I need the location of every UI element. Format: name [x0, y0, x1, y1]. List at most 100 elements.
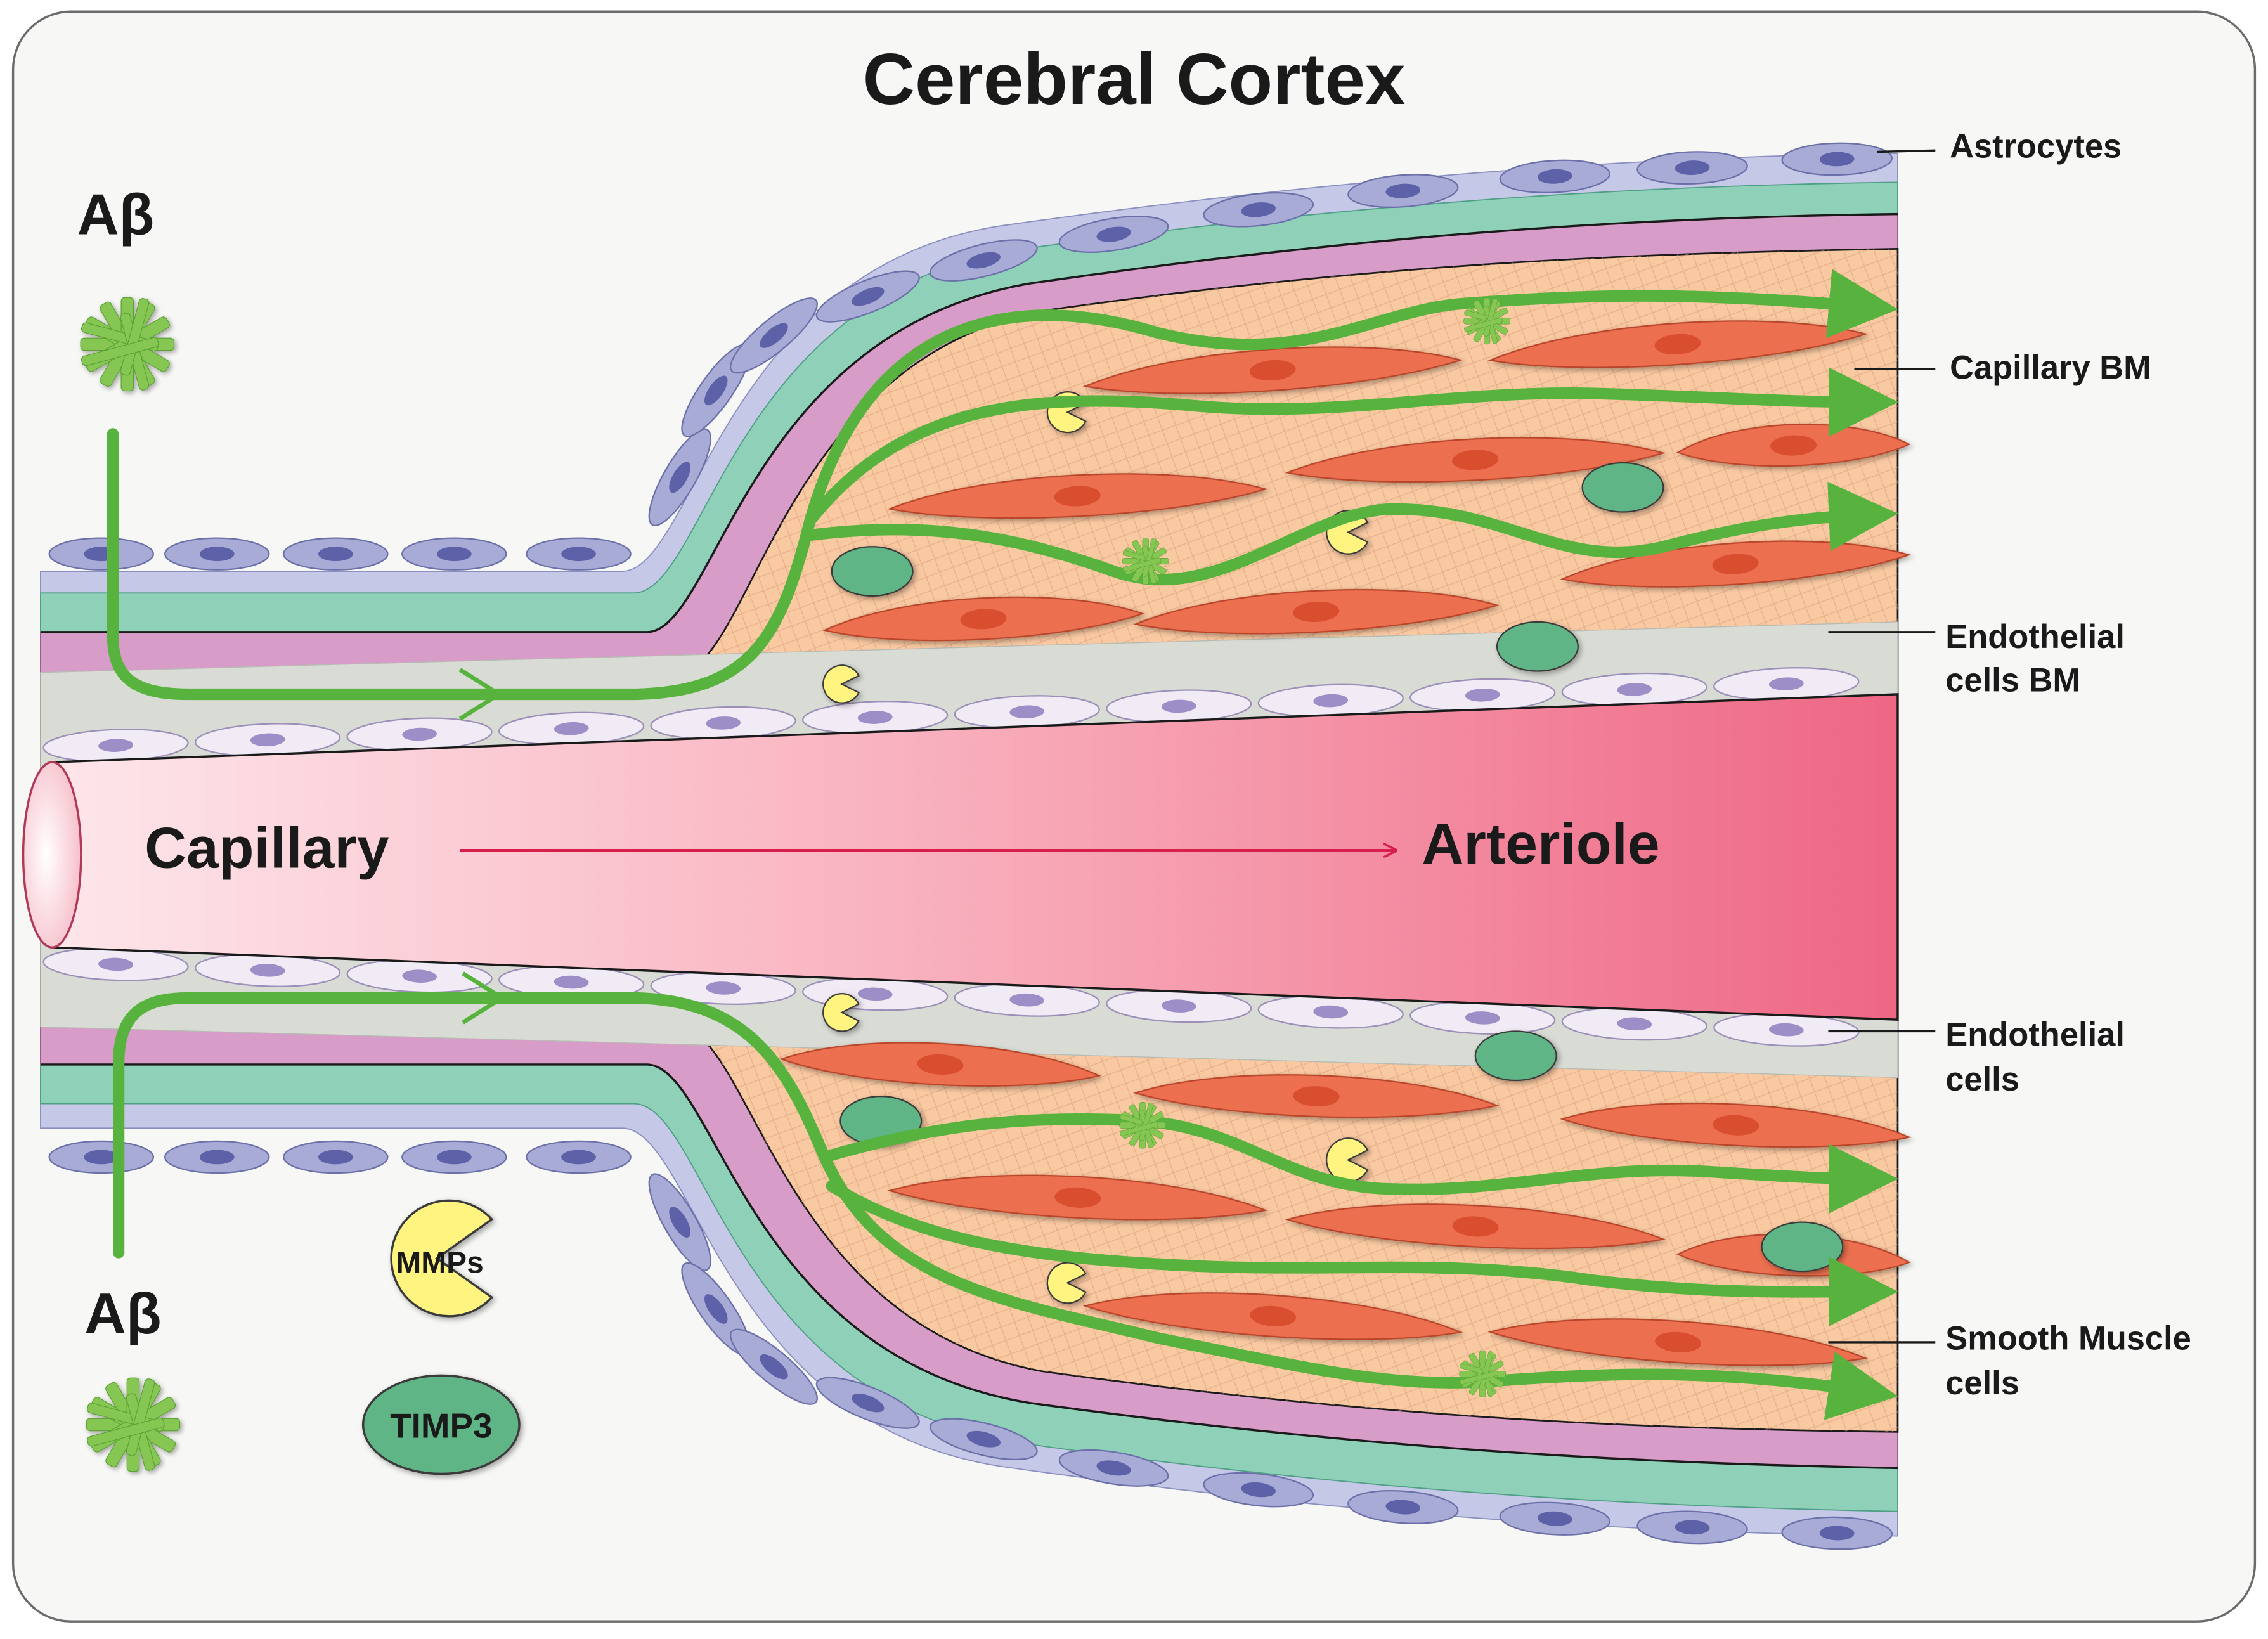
astrocyte-cell [526, 1140, 632, 1174]
astrocyte-cell [1499, 1501, 1611, 1536]
timp3-legend: TIMP3 [361, 1374, 521, 1475]
mmp-pacman-icon [822, 664, 860, 704]
label-endothelial-bm-1: Endothelial [1945, 619, 2125, 656]
smooth-muscle-cell [1133, 588, 1500, 635]
astrocyte-cell [1636, 151, 1748, 185]
endothelial-cell [346, 717, 493, 751]
mmp-pacman-icon [1325, 1137, 1369, 1182]
astrocyte-cell [1781, 142, 1893, 176]
astrocyte-cell [48, 537, 155, 571]
astrocyte-cell [283, 537, 389, 571]
astrocyte-cell [730, 1328, 818, 1405]
smooth-muscle-cell [887, 473, 1268, 519]
endothelial-cell [650, 706, 796, 740]
smooth-muscle-cell [1082, 346, 1463, 394]
mmp-pacman-icon [822, 993, 860, 1032]
smooth-muscle-cell [1082, 1292, 1463, 1340]
astrocyte-cell [648, 428, 711, 527]
smooth-muscle-cell [887, 1174, 1268, 1221]
endothelial-cell [498, 965, 645, 999]
astrocyte-cell [401, 537, 507, 571]
smooth-muscle-cell [1285, 1203, 1666, 1250]
astrocyte-cell [1636, 1510, 1748, 1545]
astrocyte-cell [1203, 1472, 1314, 1508]
clearance-arrow-icon [107, 269, 1898, 701]
astrocyte-cell [1499, 159, 1611, 193]
smooth-muscle-cell [1487, 320, 1869, 368]
endothelial-cell [1106, 989, 1252, 1023]
astrocyte-cell [164, 537, 270, 571]
astrocyte-cell [401, 1140, 507, 1174]
mmp-pacman-icon [1046, 1262, 1087, 1304]
smooth-muscle-cell [1560, 540, 1912, 588]
endothelial-cell [954, 983, 1100, 1017]
endothelial-cell [1409, 678, 1556, 712]
arrow-chevron-top [458, 668, 503, 721]
smooth-muscle-cell [822, 596, 1145, 642]
astrocyte-cell [1347, 1490, 1459, 1524]
astrocyte-cell [1058, 216, 1169, 253]
endothelial-cell [802, 701, 949, 735]
capillary-opening [22, 761, 82, 949]
smooth-muscle-cells [779, 320, 1912, 1366]
smooth-muscle-cell [1133, 1074, 1500, 1118]
astrocyte-cells [48, 142, 1893, 1550]
label-endothelial-bm-2: cells BM [1945, 662, 2080, 699]
clearance-arrow-icon [112, 992, 1898, 1420]
arteriole-label: Arteriole [1422, 812, 1659, 876]
clearance-arrow-icon [819, 1113, 1898, 1214]
endothelial-cell [194, 953, 341, 987]
clearance-arrow-icon [804, 481, 1898, 586]
astrocyte-cell [815, 270, 920, 323]
astrocyte-cell [1058, 1449, 1169, 1487]
endothelial-cell [42, 729, 189, 763]
smooth-muscle-cell [779, 1042, 1101, 1087]
timp3-oval-icon [1474, 1030, 1557, 1082]
endothelial-cell [1106, 689, 1252, 723]
label-astrocytes: Astrocytes [1950, 129, 2122, 165]
label-endothelial-1: Endothelial [1945, 1016, 2125, 1053]
smooth-muscle-cell [1560, 1102, 1912, 1148]
endothelial-cell [1257, 683, 1404, 718]
astrocyte-cell [1781, 1516, 1893, 1550]
capillary-label: Capillary [145, 816, 389, 881]
clearance-arrow-icon [804, 367, 1898, 527]
astrocyte-cell [1347, 174, 1459, 209]
clearance-arrow-icon [826, 1180, 1898, 1326]
timp3-oval-icon [1496, 621, 1579, 672]
amyloid-label-top: Aβ [77, 183, 155, 247]
astrocyte-cell [815, 1377, 920, 1429]
leader-lines [1828, 149, 1936, 1344]
mmp-pacman-icon [390, 1199, 494, 1318]
label-endothelial-2: cells [1945, 1061, 2019, 1098]
label-smooth-muscle-1: Smooth Muscle [1945, 1320, 2191, 1357]
astrocyte-cell [730, 297, 818, 374]
page-title: Cerebral Cortex [863, 39, 1406, 120]
astrocyte-cell [164, 1140, 270, 1174]
mmp-legend: MMPs [390, 1199, 494, 1318]
label-capillary-bm: Capillary BM [1950, 350, 2151, 387]
astrocyte-cell [526, 537, 632, 571]
timp3-oval-icon [361, 1374, 521, 1475]
mmp-legend-label: MMPs [396, 1246, 483, 1279]
timp3-oval-icon [1761, 1221, 1844, 1273]
timp3-legend-label: TIMP3 [390, 1406, 492, 1445]
astrocyte-cell [929, 1418, 1038, 1461]
astrocyte-cell [929, 239, 1038, 282]
astrocyte-cell [48, 1140, 155, 1174]
amyloid-clearance-arrows [107, 269, 1898, 1420]
smooth-muscle-cell [1285, 437, 1666, 483]
endothelial-cell [1409, 1001, 1556, 1035]
label-smooth-muscle-2: cells [1945, 1365, 2019, 1402]
endothelial-cell [498, 711, 645, 746]
endothelial-cell [1561, 672, 1707, 706]
astrocyte-cell [283, 1140, 389, 1174]
amyloid-label-bottom: Aβ [84, 1281, 162, 1346]
endothelial-cell [346, 959, 493, 994]
astrocyte-cell [648, 1173, 711, 1271]
timp3-oval-icon [1581, 462, 1664, 513]
timp3-molecules [831, 462, 1844, 1273]
timp3-oval-icon [831, 546, 914, 597]
